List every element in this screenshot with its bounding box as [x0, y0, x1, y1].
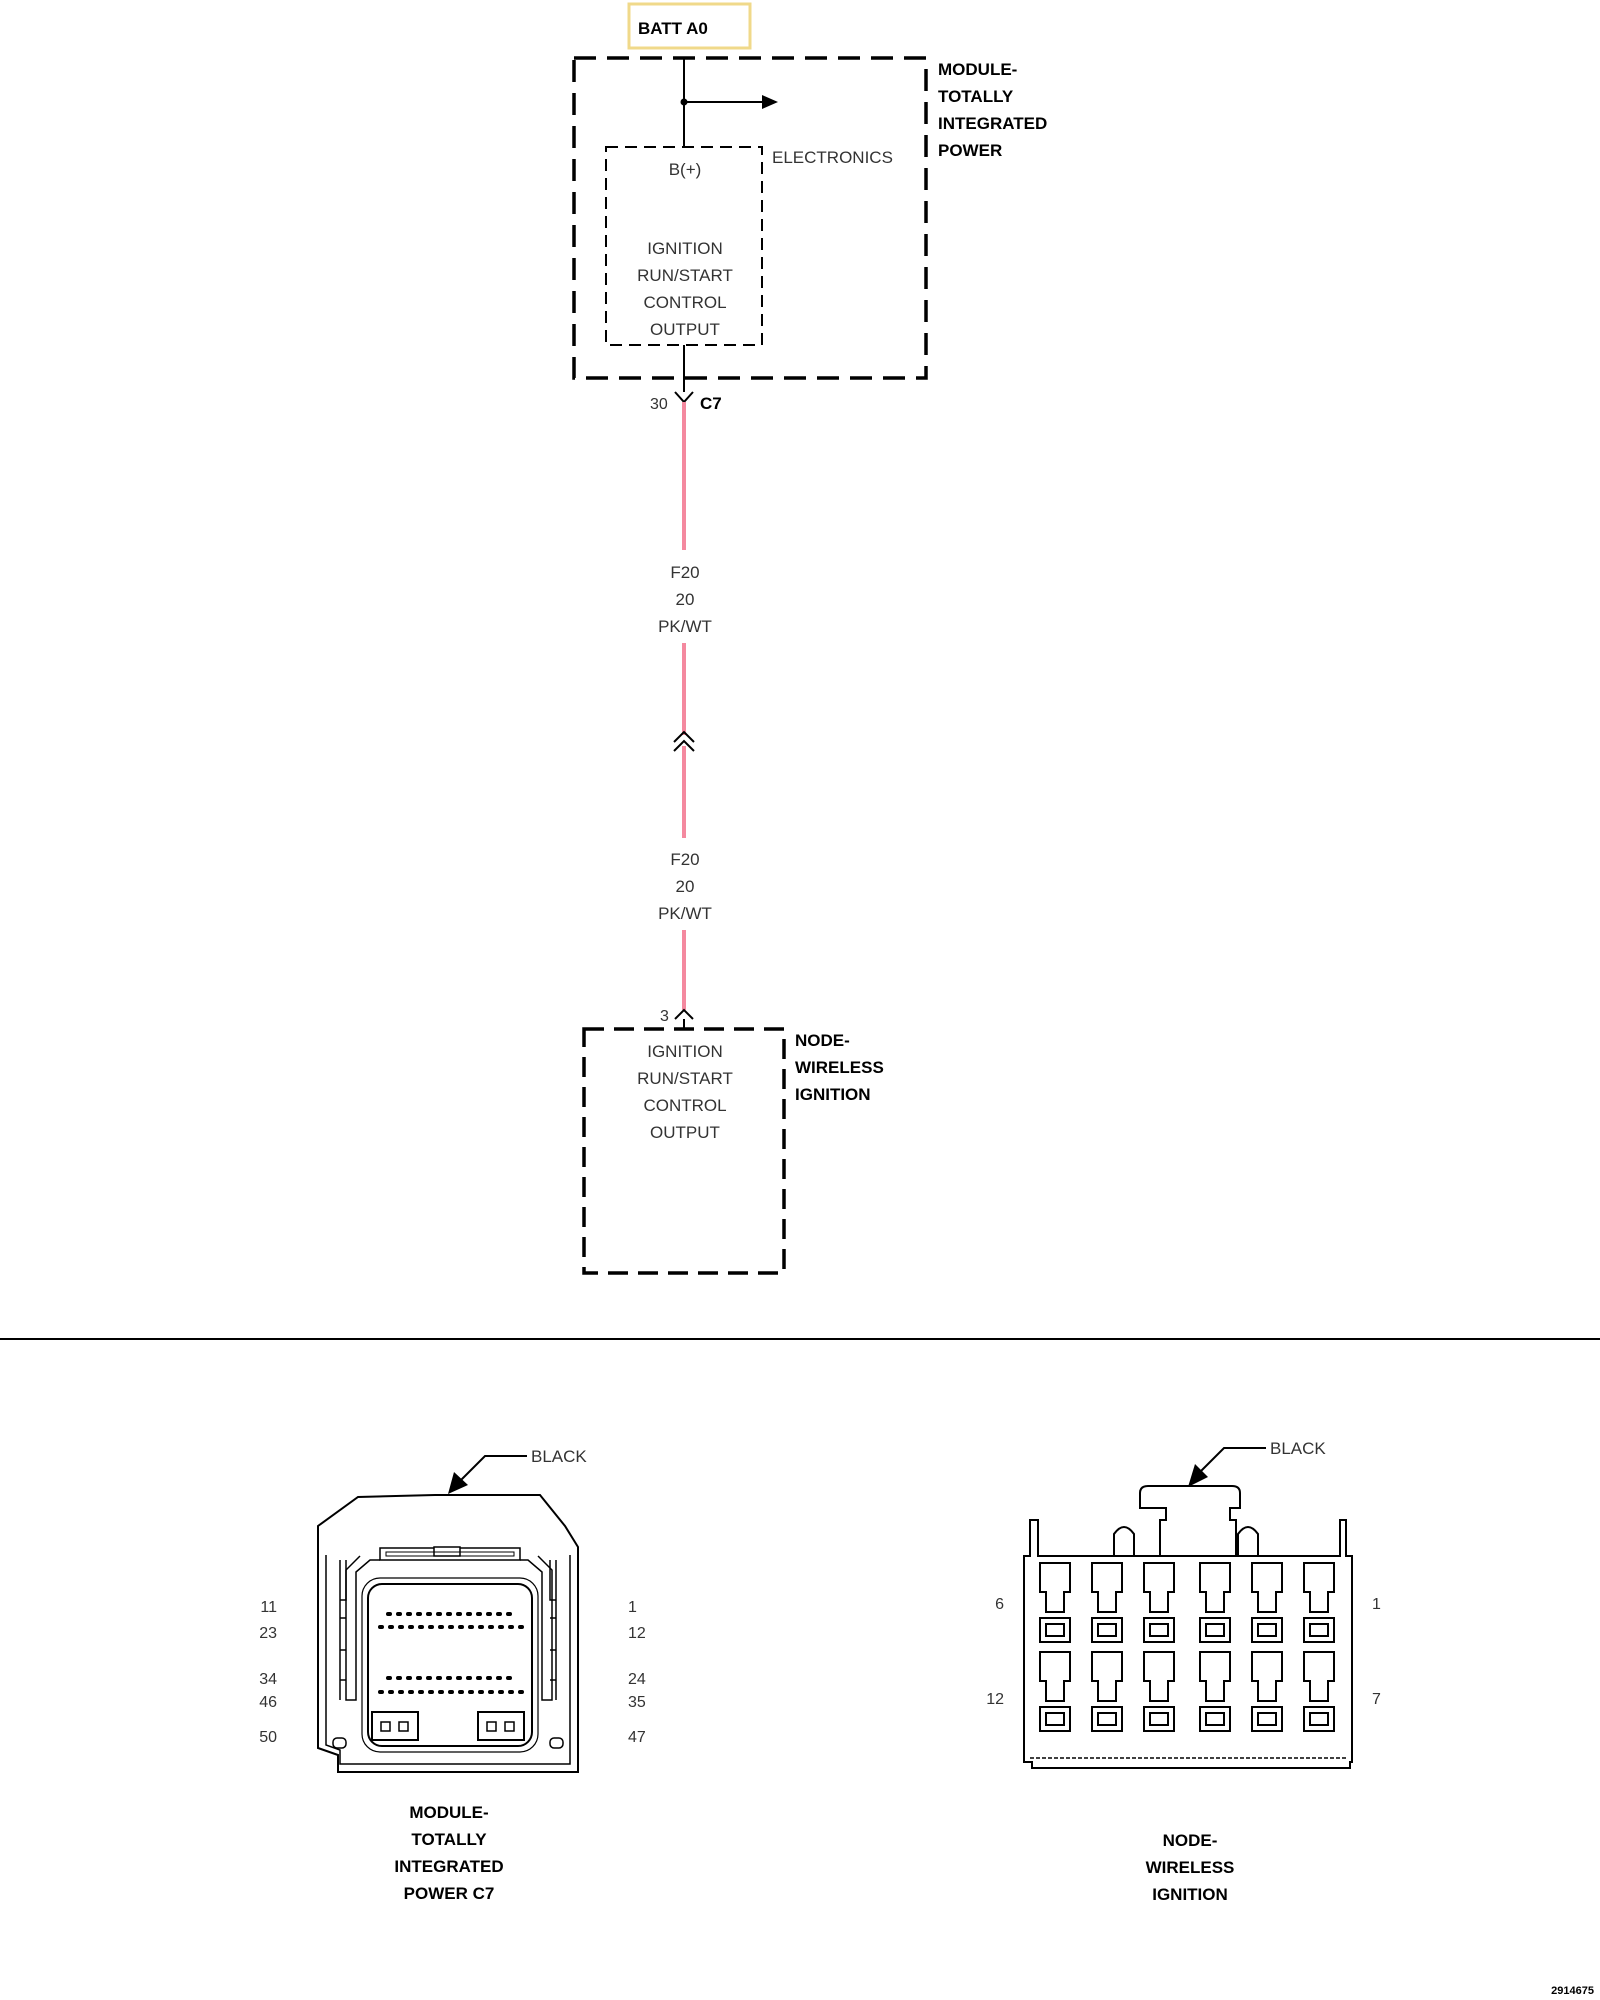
node-terminal-row-1 [1039, 1562, 1335, 1643]
tip-color-leader [457, 1455, 527, 1484]
node-color-arrow-icon [1188, 1464, 1208, 1487]
c7-connector-label: C7 [700, 394, 722, 413]
node-right-pin-2: 7 [1372, 1691, 1381, 1708]
tip-pin-row-2 [378, 1625, 524, 1629]
tip-output-line-3: CONTROL [643, 293, 726, 312]
tip-shell-inner [325, 1555, 571, 1765]
tip-cavity [367, 1583, 533, 1747]
tip-output-line-1: IGNITION [647, 239, 723, 258]
node-module-box [582, 1027, 786, 1275]
tip-large-terminal-left [371, 1711, 419, 1741]
node-name-line-2: WIRELESS [795, 1058, 884, 1077]
node-output-line-4: OUTPUT [650, 1123, 720, 1142]
tip-caption-line-3: INTEGRATED [394, 1857, 503, 1876]
tip-name-line-3: INTEGRATED [938, 114, 1047, 133]
tip-color-arrow-icon [448, 1472, 468, 1494]
wire-upper-label-2: 20 [676, 590, 695, 609]
tip-ear-left [332, 1737, 347, 1749]
tip-left-pin-3: 34 [259, 1671, 277, 1688]
tip-name-line-1: MODULE- [938, 60, 1017, 79]
tip-shell-outer [317, 1494, 579, 1773]
tip-color-label: BLACK [531, 1447, 587, 1466]
node-connector-icon [674, 1008, 694, 1020]
node-caption-line-1: NODE- [1163, 1831, 1218, 1850]
electronics-label: ELECTRONICS [772, 148, 893, 167]
node-color-label: BLACK [1270, 1439, 1326, 1458]
inline-connector-upper-icon [673, 730, 695, 743]
tip-ear-right [549, 1737, 564, 1749]
node-caption-line-3: IGNITION [1152, 1885, 1228, 1904]
tip-c7-connector-face: BLACK [259, 1447, 646, 1903]
node-name-line-1: NODE- [795, 1031, 850, 1050]
node-left-pin-1: 6 [995, 1596, 1004, 1613]
tip-pin-row-1 [386, 1612, 512, 1616]
node-latch-tab-right [1237, 1526, 1259, 1556]
wire-lower-label-2: 20 [676, 877, 695, 896]
tip-output-line-2: RUN/START [637, 266, 733, 285]
tip-large-terminal-right [477, 1711, 525, 1741]
node-color-leader [1199, 1447, 1266, 1473]
c7-pin-number: 30 [650, 396, 668, 413]
node-output-line-3: CONTROL [643, 1096, 726, 1115]
tip-name-line-2: TOTALLY [938, 87, 1014, 106]
tip-caption-line-4: POWER C7 [404, 1884, 495, 1903]
tip-left-pin-2: 23 [259, 1625, 277, 1642]
node-housing [1023, 1519, 1353, 1769]
tip-right-pin-3: 24 [628, 1671, 646, 1688]
batt-box [627, 2, 752, 50]
tip-right-pin-2: 12 [628, 1625, 646, 1642]
figure-id: 2914675 [1551, 1985, 1594, 1997]
node-left-pin-2: 12 [986, 1691, 1004, 1708]
tip-right-pin-5: 47 [628, 1729, 646, 1746]
tip-right-rail [549, 1560, 557, 1700]
node-caption-line-2: WIRELESS [1146, 1858, 1235, 1877]
node-pin-number: 3 [660, 1008, 669, 1025]
tip-large-terminal-right-pin-a [486, 1721, 497, 1732]
tip-right-frame [520, 1555, 553, 1701]
inline-connector-lower-icon [673, 739, 695, 752]
node-terminal-row-2 [1039, 1651, 1335, 1732]
tip-right-pin-4: 35 [628, 1694, 646, 1711]
c7-connector-icon [674, 391, 694, 404]
tip-cavity-outline [361, 1577, 539, 1753]
tip-pin-row-4 [378, 1690, 524, 1694]
tip-caption-line-2: TOTALLY [411, 1830, 487, 1849]
wire-lower-label-1: F20 [670, 850, 699, 869]
tip-output-line-4: OUTPUT [650, 320, 720, 339]
node-right-pin-1: 1 [1372, 1596, 1381, 1613]
node-latch [1139, 1485, 1241, 1557]
tip-left-pin-5: 50 [259, 1729, 277, 1746]
tip-large-terminal-right-pin-b [504, 1721, 515, 1732]
tip-left-pin-4: 46 [259, 1694, 277, 1711]
node-output-line-1: IGNITION [647, 1042, 723, 1061]
tip-pin-row-3 [386, 1676, 512, 1680]
tip-right-pin-1: 1 [628, 1599, 637, 1616]
node-output-line-2: RUN/START [637, 1069, 733, 1088]
batt-label: BATT A0 [638, 19, 708, 38]
tip-module-box [572, 56, 928, 380]
node-name-line-3: IGNITION [795, 1085, 871, 1104]
node-latch-tab-left [1113, 1526, 1135, 1556]
bplus-label: B(+) [669, 160, 702, 179]
tip-large-terminal-left-pin-b [398, 1721, 409, 1732]
tip-large-terminal-left-pin-a [380, 1721, 391, 1732]
wire-lower-label-3: PK/WT [658, 904, 712, 923]
node-connector-face: BLACK [986, 1439, 1381, 1904]
wire-upper-label-1: F20 [670, 563, 699, 582]
tip-name-line-4: POWER [938, 141, 1002, 160]
distribution-arrow-icon [762, 95, 778, 109]
wire-upper-label-3: PK/WT [658, 617, 712, 636]
tip-latch-strip-inner [385, 1551, 515, 1557]
tip-caption-line-1: MODULE- [409, 1803, 488, 1822]
tip-left-rail [339, 1560, 347, 1700]
tip-left-pin-1: 11 [260, 1599, 277, 1616]
tip-left-frame [345, 1555, 380, 1701]
